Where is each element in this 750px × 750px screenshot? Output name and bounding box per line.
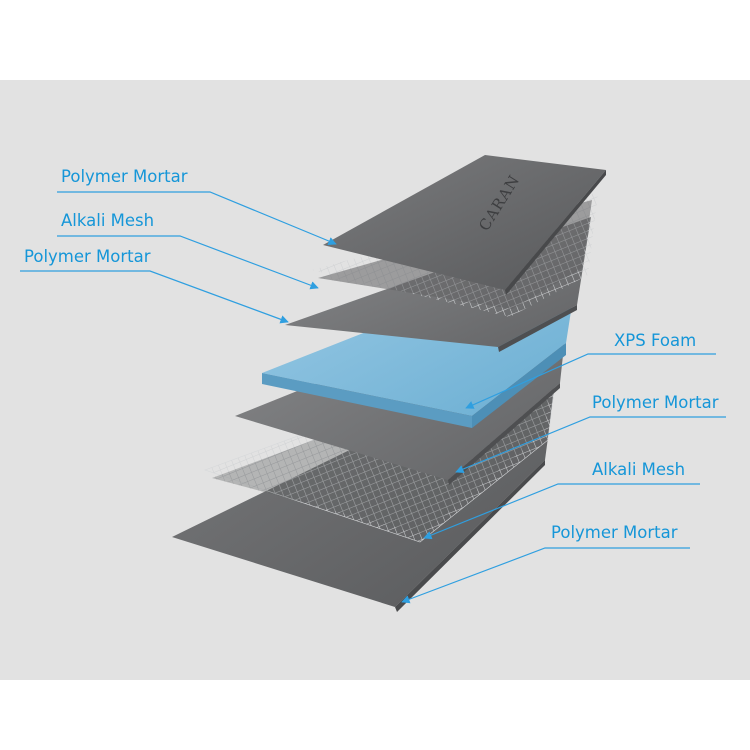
leader-left-3 bbox=[20, 270, 289, 324]
leader-right-3 bbox=[423, 483, 700, 540]
leader-lines-right bbox=[401, 353, 726, 604]
leader-right-1 bbox=[465, 353, 716, 409]
label-right-alkali-mesh: Alkali Mesh bbox=[592, 460, 685, 479]
labels-right: XPS Foam Polymer Mortar Alkali Mesh Poly… bbox=[551, 331, 719, 542]
label-right-polymer-mortar-1: Polymer Mortar bbox=[592, 393, 719, 412]
label-left-polymer-mortar-1: Polymer Mortar bbox=[61, 167, 188, 186]
label-right-polymer-mortar-2: Polymer Mortar bbox=[551, 523, 678, 542]
leader-left-1 bbox=[57, 191, 337, 245]
leader-left-2 bbox=[57, 235, 319, 290]
labels-left: Polymer Mortar Alkali Mesh Polymer Morta… bbox=[24, 167, 188, 266]
label-left-polymer-mortar-2: Polymer Mortar bbox=[24, 247, 151, 266]
leader-right-2 bbox=[455, 416, 726, 474]
label-left-alkali-mesh: Alkali Mesh bbox=[61, 211, 154, 230]
leader-lines-left bbox=[20, 191, 337, 324]
label-right-xps-foam: XPS Foam bbox=[614, 331, 696, 350]
leader-right-4 bbox=[401, 547, 690, 604]
layer-polymer-mortar-top: CARAN bbox=[323, 155, 606, 295]
